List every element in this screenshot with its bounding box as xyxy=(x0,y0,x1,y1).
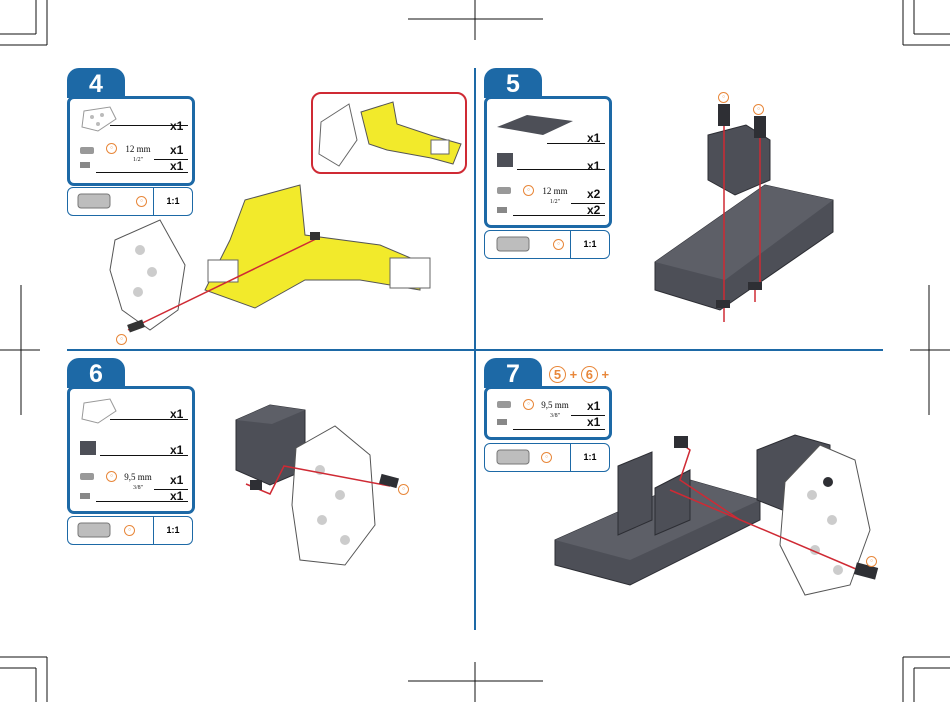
screw-marker-icon: ○ xyxy=(866,556,877,567)
